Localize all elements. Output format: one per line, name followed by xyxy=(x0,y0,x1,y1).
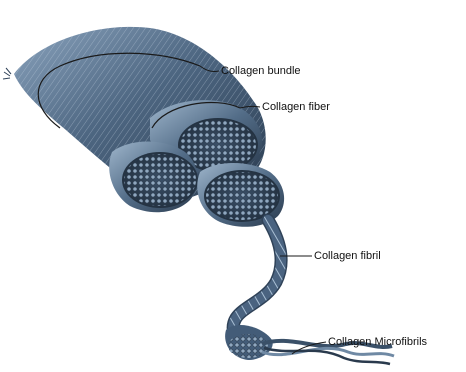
label-collagen-microfibrils: Collagen Microfibrils xyxy=(328,336,427,348)
label-collagen-bundle: Collagen bundle xyxy=(221,65,301,77)
label-collagen-fibril: Collagen fibril xyxy=(314,250,381,262)
collagen-fibril xyxy=(225,220,281,360)
label-collagen-fiber: Collagen fiber xyxy=(262,101,330,113)
collagen-fiber-left xyxy=(109,142,198,213)
